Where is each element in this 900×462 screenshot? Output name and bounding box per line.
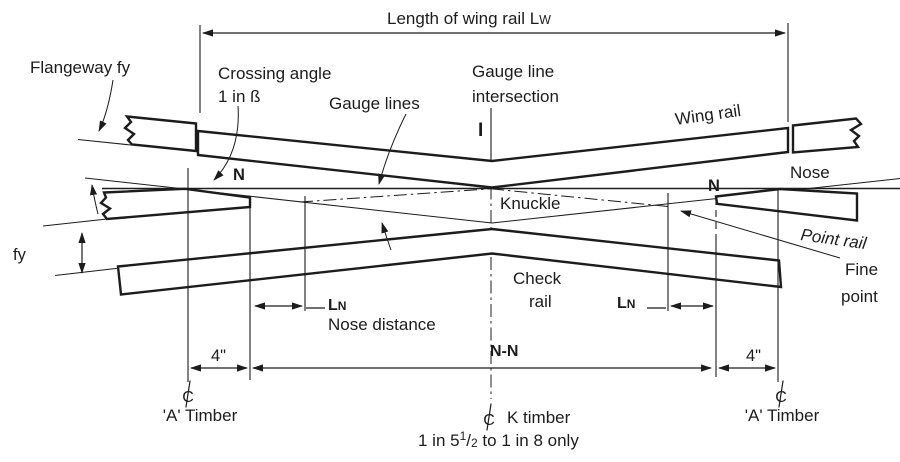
leader-lines [89,79,841,259]
label-fy: fy [13,246,27,264]
leader-fine-point [680,210,841,259]
centerline-symbols: C C C [182,380,787,431]
gauge-line-oblique-right [491,178,900,224]
svg-text:C: C [775,389,787,406]
label-k-timber: K timber [507,408,571,427]
point-rail-left [99,187,252,221]
label-4in-right: 4" [746,347,761,365]
centerline-icon: C [182,380,194,408]
point-rail-right [714,187,859,222]
label-gauge-intersection-1: Gauge line [472,62,554,81]
label-flangeway: Flangeway fy [30,58,131,77]
ln-mark-left: LN [328,297,346,314]
flangeway-centerline-left [299,188,492,203]
leader-gauge-line-top [378,113,407,185]
label-nose-distance: Nose distance [328,315,436,334]
wing-rail-stub-left [123,115,198,153]
label-a-timber-left: 'A' Timber [163,406,238,425]
label-4in-left: 4" [211,347,226,365]
wing-rail-stub-right [791,117,863,154]
leader-crossing-angle [213,105,239,181]
flangeway-centerline-right [490,188,669,207]
label-wing-rail-length: Length of wing rail LW [387,9,551,28]
check-rail-edge-extension [54,267,121,276]
leader-flangeway [98,79,114,132]
nose-mark-left: N [233,166,245,184]
ln-mark-right: LN [617,295,635,312]
label-knuckle: Knuckle [500,194,560,213]
label-check-rail-1: Check [513,269,562,288]
label-a-timber-right: 'A' Timber [745,406,820,425]
label-gauge-lines: Gauge lines [329,94,420,113]
leader-gauge-line-bottom [381,222,392,251]
label-n-n: N-N [490,343,518,360]
check-rail [116,227,783,296]
centerline-icon: C [483,403,495,431]
rails [99,115,863,296]
label-check-rail-2: rail [529,292,552,311]
nose-mark-right: N [708,177,720,195]
reference-lines [187,23,789,382]
label-nose: Nose [790,163,830,182]
gauge-line-oblique-left [84,177,493,224]
dimension-lines [78,29,786,372]
label-fine-point-2: point [841,287,878,306]
label-crossing-angle: Crossing angle [218,64,331,83]
label-k-timber-note: 1 in 51/2 to 1 in 8 only [418,429,579,450]
centerline-icon: C [775,380,787,408]
label-gauge-intersection-2: intersection [472,87,559,106]
svg-text:C: C [182,389,194,406]
leader-gauge-left [89,184,99,215]
label-wing-rail: Wing rail [674,101,742,129]
intersection-i-mark: I [478,120,483,141]
label-crossing-ratio: 1 in ß [218,87,261,106]
dash-dot-lines [299,163,669,399]
label-fine-point-1: Fine [845,260,878,279]
construction-lines [42,139,900,276]
svg-text:C: C [483,412,495,429]
flangeway-line-top-left [77,139,132,146]
wing-rail-vee [196,126,790,189]
point-rail-edge-extension [42,218,108,227]
